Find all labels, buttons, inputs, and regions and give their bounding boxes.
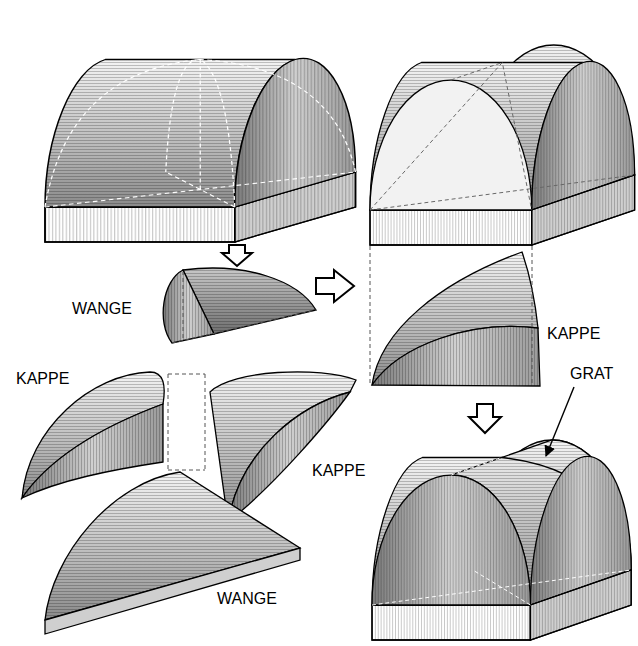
down-arrow <box>469 404 501 433</box>
barrel-vault <box>45 58 356 242</box>
cut-vault <box>370 45 635 245</box>
kappe-face <box>372 327 540 386</box>
kappe-face <box>228 392 350 522</box>
down-arrow <box>222 245 252 266</box>
part-label: KAPPE <box>545 325 602 343</box>
part-label: KAPPE <box>310 462 367 480</box>
wange-end <box>163 270 214 343</box>
part-label: KAPPE <box>14 370 71 388</box>
wange-base <box>45 548 300 634</box>
kappe-piece <box>210 372 356 522</box>
process-arrows <box>222 245 501 433</box>
right-arrow <box>316 270 354 302</box>
leader-line <box>546 387 574 456</box>
vault-pieces <box>22 252 540 634</box>
kappe-piece <box>22 372 164 498</box>
wange-piece <box>45 472 300 620</box>
groin-vault <box>372 440 631 640</box>
part-label: WANGE <box>70 300 134 318</box>
guide-lines <box>168 246 532 470</box>
part-label: WANGE <box>215 590 279 608</box>
part-label: GRAT <box>568 365 615 383</box>
